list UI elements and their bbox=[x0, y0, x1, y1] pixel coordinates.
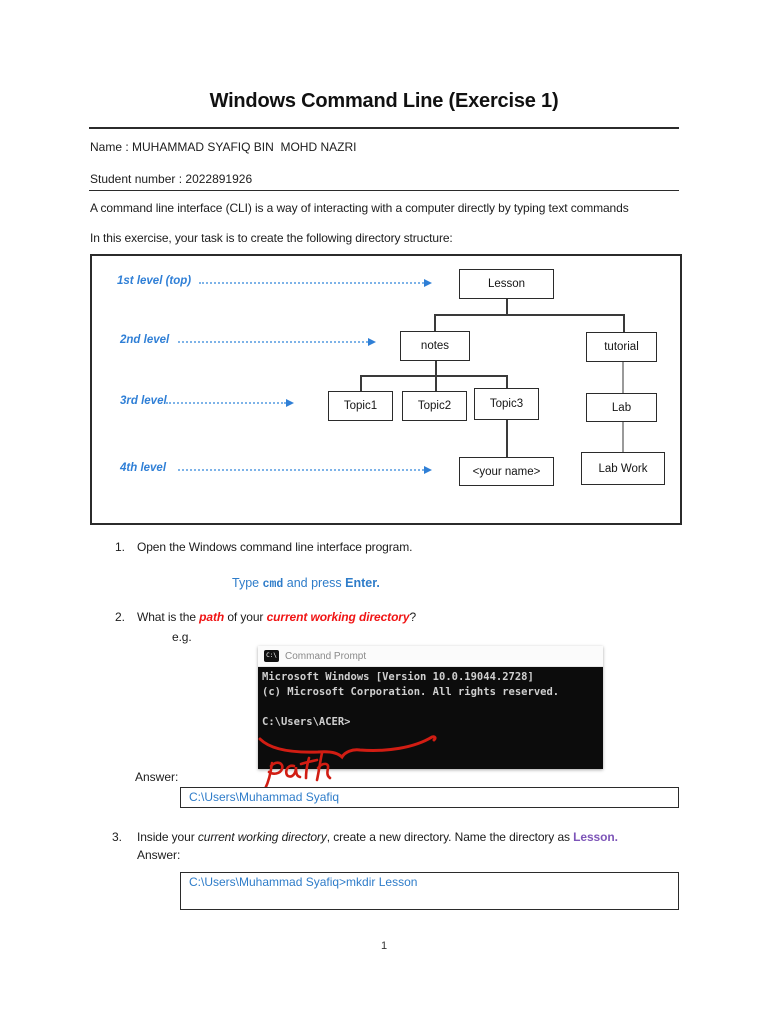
node-your-name: <your name> bbox=[459, 457, 554, 486]
connector-line bbox=[434, 314, 436, 332]
hint-mid: and press bbox=[283, 576, 346, 590]
node-topic3: Topic3 bbox=[474, 388, 539, 420]
connector-line bbox=[622, 421, 624, 454]
hint-cmd-keyword: cmd bbox=[262, 578, 284, 591]
handwritten-word-path bbox=[263, 751, 332, 791]
node-lab: Lab bbox=[586, 393, 657, 422]
step2-number: 2. bbox=[115, 610, 126, 624]
cmd-console: Microsoft Windows [Version 10.0.19044.27… bbox=[258, 667, 603, 791]
step3-mid: , create a new directory. Name the direc… bbox=[326, 830, 574, 844]
connector-line bbox=[434, 314, 624, 316]
step2-end: ? bbox=[409, 610, 417, 624]
student-number-line: Student number : 2022891926 bbox=[90, 172, 253, 186]
page-number: 1 bbox=[380, 940, 388, 952]
step2-mid: of your bbox=[224, 610, 267, 624]
console-line-blank bbox=[262, 700, 603, 715]
step2-text: What is the path of your current working… bbox=[137, 610, 416, 624]
intro-paragraph-1: A command line interface (CLI) is a way … bbox=[90, 201, 629, 215]
page-title: Windows Command Line (Exercise 1) bbox=[209, 90, 559, 112]
connector-line bbox=[435, 360, 437, 376]
step2-cwd-word: current working directory bbox=[266, 610, 410, 624]
answer-q2-value: C:\Users\Muhammad Syafiq bbox=[189, 790, 340, 804]
node-tutorial: tutorial bbox=[586, 332, 657, 362]
step3-cwd-word: current working directory bbox=[197, 830, 327, 844]
intro-paragraph-2: In this exercise, your task is to create… bbox=[90, 231, 453, 245]
command-prompt-screenshot: C:\ Command Prompt Microsoft Windows [Ve… bbox=[258, 646, 603, 791]
connector-line bbox=[506, 420, 508, 458]
cmd-titlebar: C:\ Command Prompt bbox=[258, 646, 603, 667]
student-name-line: Name : MUHAMMAD SYAFIQ BIN MOHD NAZRI bbox=[90, 140, 357, 154]
node-notes: notes bbox=[400, 331, 470, 361]
step2-pre: What is the bbox=[137, 610, 200, 624]
answer-label-q2: Answer: bbox=[135, 770, 179, 784]
hint-pre: Type bbox=[232, 576, 263, 590]
node-topic1: Topic1 bbox=[328, 391, 393, 421]
connector-line bbox=[360, 375, 362, 392]
connector-line bbox=[506, 375, 508, 390]
level-3-label: 3rd level bbox=[120, 395, 167, 407]
cmd-window-title: Command Prompt bbox=[285, 650, 367, 662]
connector-line bbox=[360, 375, 507, 377]
level-1-arrow-icon bbox=[199, 279, 432, 287]
step3-number: 3. bbox=[112, 830, 123, 844]
divider bbox=[89, 127, 679, 129]
connector-line bbox=[623, 314, 625, 333]
step3-text: Inside your current working directory, c… bbox=[137, 830, 618, 844]
connector-line bbox=[506, 299, 508, 315]
hint-enter-keyword: Enter. bbox=[345, 576, 380, 590]
answer-box-q3: C:\Users\Muhammad Syafiq>mkdir Lesson bbox=[180, 872, 679, 910]
node-lab-work: Lab Work bbox=[581, 452, 665, 485]
level-2-label: 2nd level bbox=[120, 334, 170, 346]
node-topic2: Topic2 bbox=[402, 391, 467, 421]
level-4-arrow-icon bbox=[178, 466, 432, 474]
node-lesson: Lesson bbox=[459, 269, 554, 299]
answer-box-q2: C:\Users\Muhammad Syafiq bbox=[180, 787, 679, 808]
step2-path-word: path bbox=[199, 610, 225, 624]
directory-structure-diagram: 1st level (top) 2nd level 3rd level 4th … bbox=[90, 254, 682, 525]
connector-line bbox=[622, 361, 624, 394]
step3-directory-name: Lesson. bbox=[573, 830, 618, 844]
level-1-label: 1st level (top) bbox=[117, 275, 192, 287]
level-4-label: 4th level bbox=[120, 462, 167, 474]
answer-q3-value: C:\Users\Muhammad Syafiq>mkdir Lesson bbox=[189, 875, 418, 889]
console-prompt-line: C:\Users\ACER> bbox=[262, 716, 351, 728]
console-line-1: Microsoft Windows [Version 10.0.19044.27… bbox=[262, 671, 534, 683]
step1-number: 1. bbox=[115, 540, 126, 554]
step1-text: Open the Windows command line interface … bbox=[137, 540, 413, 554]
command-prompt-icon: C:\ bbox=[264, 650, 279, 662]
level-3-arrow-icon bbox=[166, 399, 294, 407]
step1-hint: Type cmd and press Enter. bbox=[232, 576, 380, 591]
answer-label-q3: Answer: bbox=[137, 848, 181, 862]
handwritten-path-annotation bbox=[258, 735, 437, 791]
console-line-2: (c) Microsoft Corporation. All rights re… bbox=[262, 686, 560, 698]
example-label: e.g. bbox=[172, 630, 192, 644]
divider bbox=[89, 190, 679, 191]
step3-pre: Inside your bbox=[137, 830, 198, 844]
connector-line bbox=[435, 375, 437, 392]
level-2-arrow-icon bbox=[178, 338, 376, 346]
